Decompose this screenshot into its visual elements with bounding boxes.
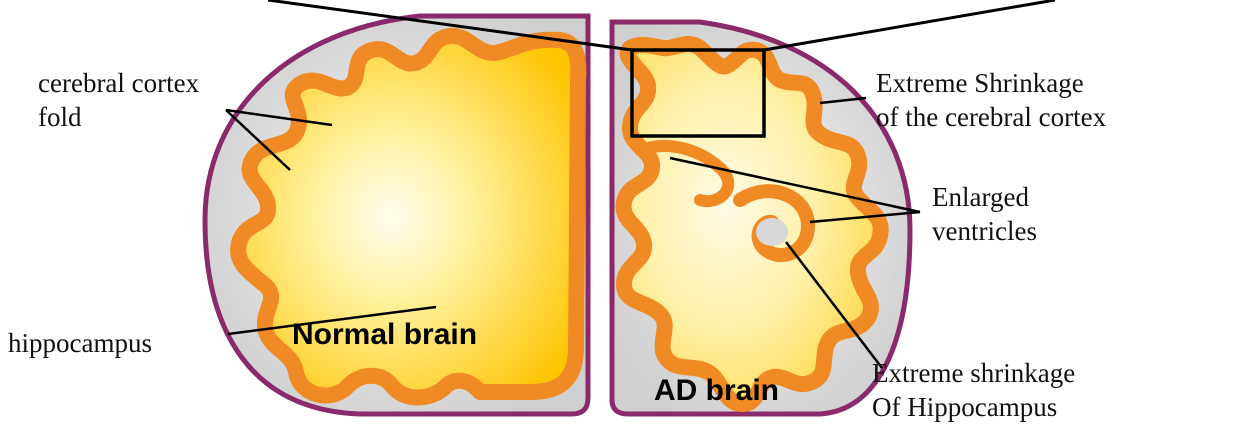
normal-brain-hemisphere	[205, 16, 588, 414]
ventricle-cavity	[756, 218, 788, 246]
zoom-line-right	[764, 0, 1055, 50]
cortex-fold-label-line2: fold	[38, 102, 82, 132]
cortex-fold-label-line1: cerebral cortex	[38, 68, 200, 98]
hippocampus-shrinkage-label-line1: Extreme shrinkage	[872, 358, 1075, 388]
normal-brain-title: Normal brain	[292, 318, 477, 351]
cortex-shrinkage-label-line1: Extreme Shrinkage	[876, 68, 1084, 98]
hippocampus-shrinkage-label-line2: Of Hippocampus	[872, 392, 1057, 422]
ventricles-label-line2: ventricles	[932, 216, 1037, 246]
ventricles-label-line1: Enlarged	[932, 182, 1029, 212]
hippocampus-label: hippocampus	[8, 328, 152, 358]
cortex-shrinkage-label-line2: of the cerebral cortex	[876, 102, 1107, 132]
ad-brain-title: AD brain	[654, 374, 779, 407]
